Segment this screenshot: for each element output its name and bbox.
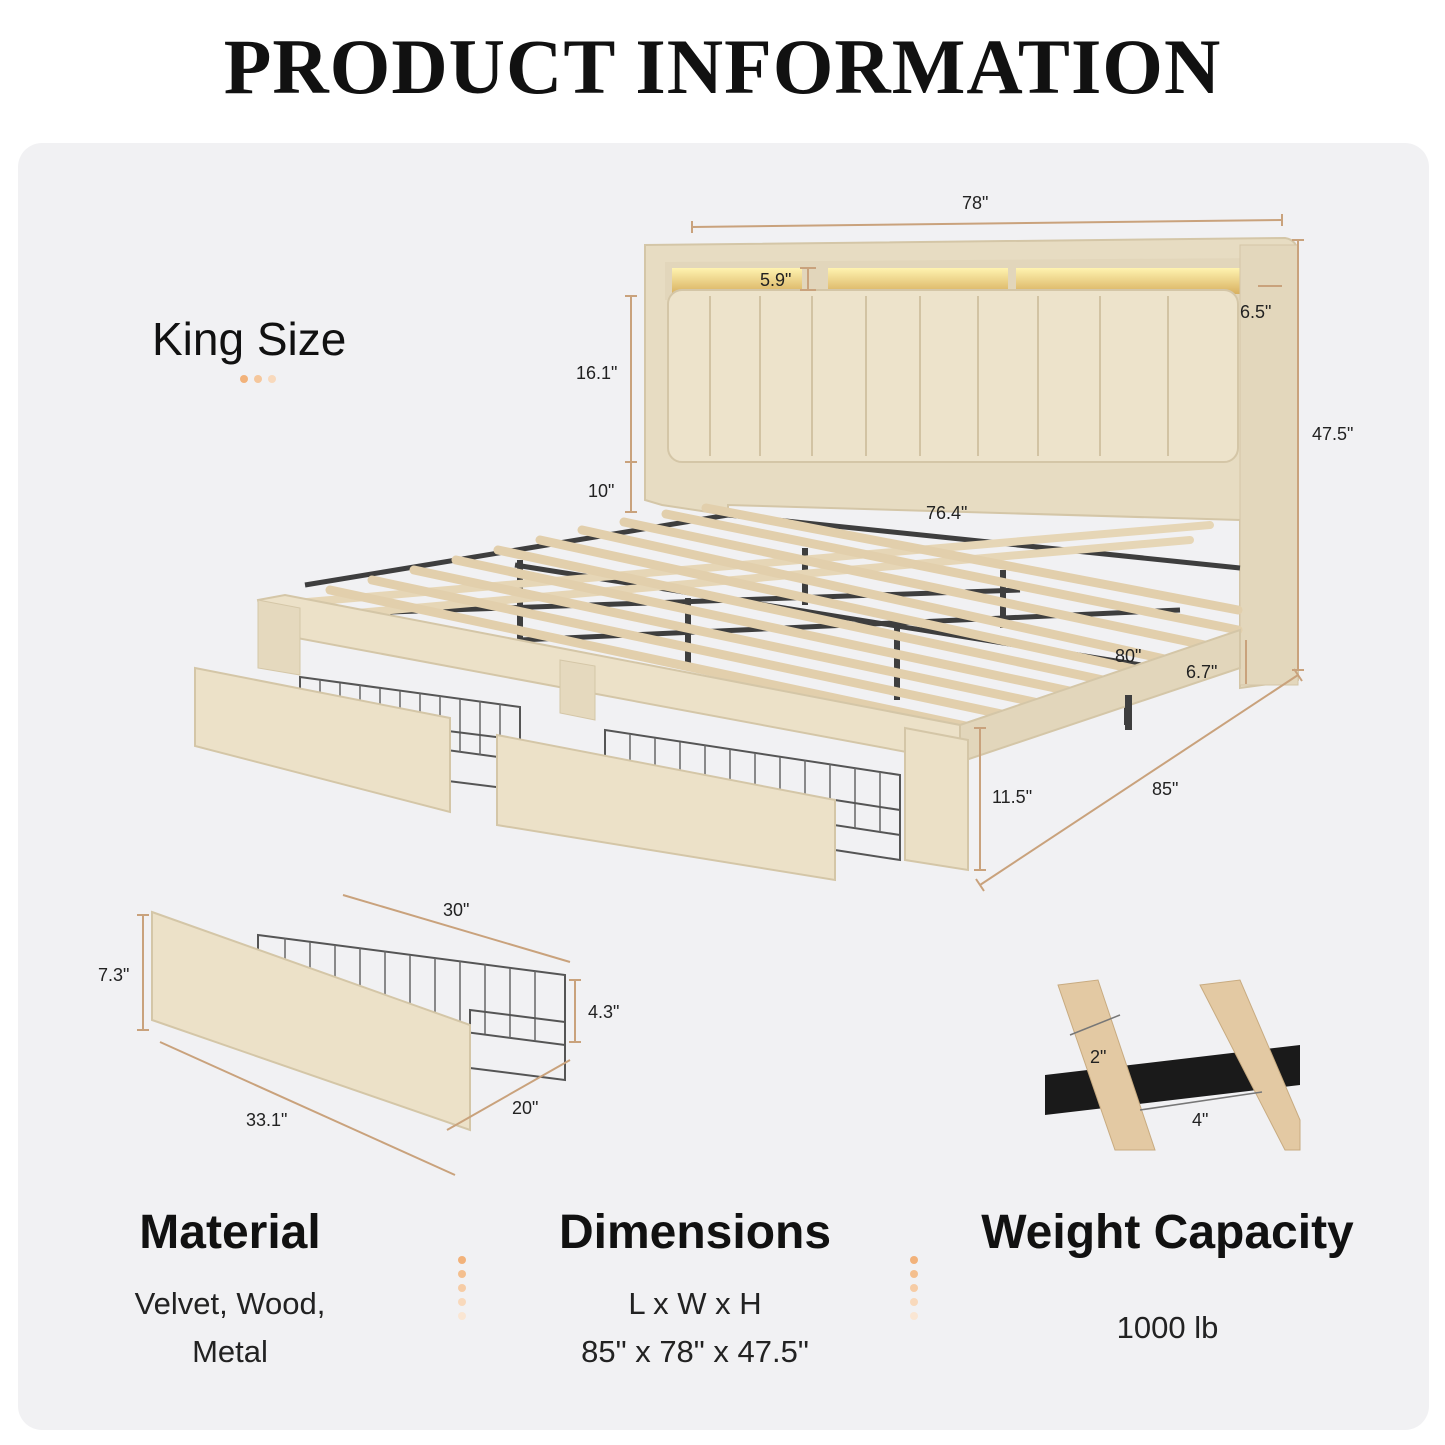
slat-detail <box>1045 979 1301 1151</box>
spec-heading: Weight Capacity <box>981 1206 1354 1259</box>
dim-shelf-depth: 5.9" <box>760 270 792 290</box>
dim-basket-depth: 20" <box>512 1098 539 1118</box>
spec-material: Material Velvet, Wood, Metal <box>90 1205 370 1376</box>
dim-clearance: 6.7" <box>1186 662 1218 682</box>
accent-dot <box>458 1270 466 1278</box>
dim-basket-length: 30" <box>443 900 470 920</box>
spec-line: L x W x H <box>628 1286 762 1321</box>
accent-dot <box>458 1298 466 1306</box>
accent-dot <box>240 375 248 383</box>
dim-front-length: 33.1" <box>246 1110 288 1130</box>
size-label: King Size <box>152 313 347 365</box>
accent-dot <box>458 1312 466 1320</box>
dim-headboard-height: 16.1" <box>576 363 618 383</box>
accent-dot <box>910 1270 918 1278</box>
drawer-detail <box>137 894 581 1176</box>
accent-dot <box>458 1256 466 1264</box>
drawer-right <box>496 728 901 882</box>
dim-inner-length: 80" <box>1115 646 1142 666</box>
spec-dimensions: Dimensions L x W x H 85" x 78" x 47.5" <box>530 1205 860 1376</box>
spec-line: 1000 lb <box>1116 1310 1219 1345</box>
accent-dot <box>910 1298 918 1306</box>
spec-weight-capacity: Weight Capacity 1000 lb <box>960 1205 1375 1352</box>
spec-heading: Material <box>139 1206 321 1259</box>
separator-dots <box>910 1256 918 1320</box>
dim-wing-width: 6.5" <box>1240 302 1272 322</box>
bed-dimension-lines <box>625 214 1304 892</box>
page-title: PRODUCT INFORMATION <box>223 23 1222 110</box>
accent-dot <box>458 1284 466 1292</box>
dim-total-height: 47.5" <box>1312 424 1354 444</box>
spec-line: 85" x 78" x 47.5" <box>581 1334 809 1369</box>
drawer-left <box>194 666 521 814</box>
spec-line: Velvet, Wood, <box>134 1286 326 1321</box>
dim-headboard-gap: 10" <box>588 481 615 501</box>
accent-dot <box>268 375 276 383</box>
accent-dot <box>254 375 262 383</box>
separator-dots <box>458 1256 466 1320</box>
accent-dot <box>910 1312 918 1320</box>
size-label-dots <box>240 375 276 383</box>
accent-dot <box>910 1284 918 1292</box>
dim-slat-width: 2" <box>1090 1047 1107 1067</box>
spec-line: Metal <box>192 1334 268 1369</box>
dim-slat-gap: 4" <box>1192 1110 1209 1130</box>
accent-dot <box>910 1256 918 1264</box>
dim-front-height: 7.3" <box>98 965 130 985</box>
dim-frame-height: 11.5" <box>992 787 1033 807</box>
spec-heading: Dimensions <box>558 1206 832 1259</box>
dim-inner-width: 76.4" <box>926 503 968 523</box>
bed-frame <box>256 503 1243 872</box>
dim-overall-width: 78" <box>962 193 989 213</box>
dim-overall-length: 85" <box>1152 779 1179 799</box>
dim-basket-height: 4.3" <box>588 1002 620 1022</box>
